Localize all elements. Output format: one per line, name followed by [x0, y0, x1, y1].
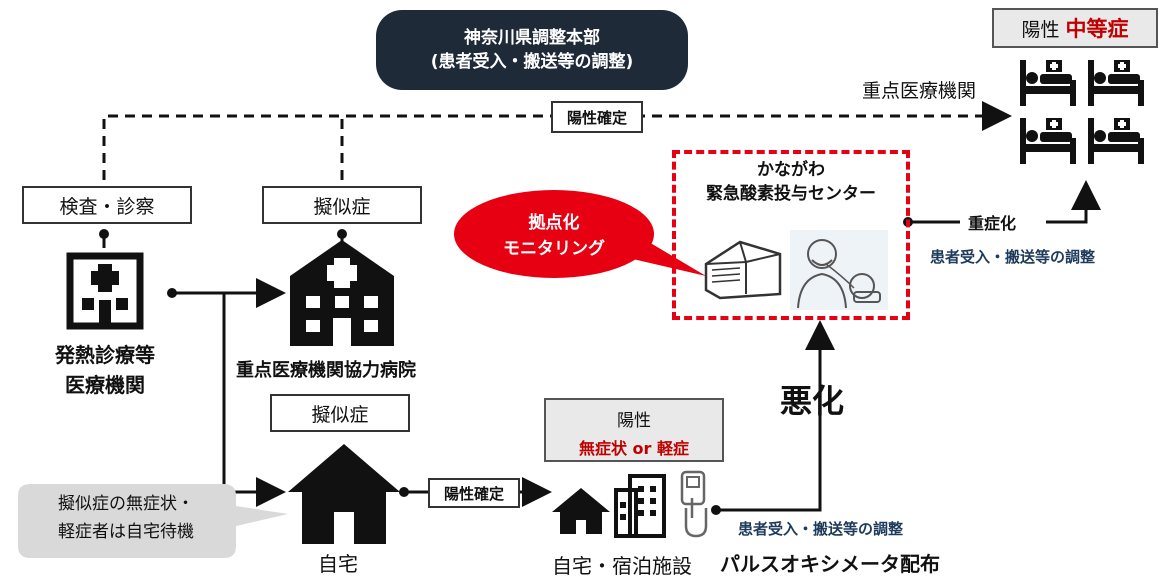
- home-icon: [288, 444, 400, 544]
- kanagawa-center-line2: 緊急酸素投与センター: [706, 184, 876, 204]
- patient-oxygen-icon: [790, 230, 888, 310]
- red-bubble: [454, 190, 706, 278]
- pulse-oximeter-label: パルスオキシメータ配布: [720, 552, 940, 576]
- arrow-severe: [1046, 180, 1101, 224]
- moderate-box: 陽性 中等症: [992, 8, 1158, 48]
- home-label: 自宅: [318, 552, 358, 576]
- box-suspected-mid: 擬似症: [270, 394, 410, 432]
- severe-label: 重症化: [968, 214, 1017, 233]
- hq-title: 神奈川県調整本部: [464, 28, 600, 48]
- small-home-icon: [552, 488, 610, 534]
- arrow-worsen: [716, 320, 835, 512]
- worsen-label: 悪化: [780, 382, 845, 420]
- clinic-label-line2: 医療機関: [65, 373, 145, 397]
- hq-banner: 神奈川県調整本部 (患者受入・搬送等の調整): [376, 10, 688, 90]
- kanagawa-center-box: [672, 150, 910, 320]
- hq-subtitle: (患者受入・搬送等の調整): [430, 52, 634, 72]
- cooperating-hospital-label: 重点医療機関協力病院: [236, 360, 416, 381]
- callout-line1: 擬似症の無症状・: [58, 494, 194, 514]
- callout-text: 擬似症の無症状・ 軽症者は自宅待機: [18, 490, 234, 546]
- clinic-label: 発熱診療等 医療機関: [30, 340, 180, 400]
- red-bubble-line1: 拠点化: [528, 213, 580, 233]
- positive-mild-title: 陽性: [617, 411, 651, 431]
- hospital-beds-icon: [1020, 60, 1144, 164]
- hospital-building-icon: [290, 240, 394, 346]
- pulse-oximeter-icon: [680, 470, 708, 538]
- kanagawa-center-line1: かながわ: [757, 160, 825, 180]
- callout-line2: 軽症者は自宅待機: [58, 522, 194, 542]
- kanagawa-center-title: かながわ 緊急酸素投与センター: [672, 158, 910, 206]
- positive-mild-box: 陽性 無症状 or 軽症: [544, 398, 724, 462]
- label-positive-confirmed-top: 陽性確定: [551, 101, 643, 133]
- dashed-positive-arrow: [102, 101, 1012, 180]
- home-lodging-label: 自宅・宿泊施設: [552, 554, 692, 578]
- box-exam: 検査・診察: [22, 186, 192, 224]
- positive-mild-severity: 無症状 or 軽症: [578, 439, 690, 458]
- moderate-prefix: 陽性: [1021, 18, 1060, 41]
- coordination-bottom: 患者受入・搬送等の調整: [738, 520, 904, 538]
- clinic-label-line1: 発熱診療等: [55, 343, 155, 367]
- moderate-emphasis: 中等症: [1065, 17, 1129, 41]
- tent-icon: [704, 240, 782, 300]
- lodging-building-icon: [614, 474, 666, 538]
- label-positive-confirmed-bottom: 陽性確定: [428, 478, 520, 508]
- arrow-to-home: [222, 293, 286, 507]
- callout-bubble: [18, 484, 288, 558]
- red-bubble-line2: モニタリング: [503, 239, 605, 259]
- priority-hospital-label: 重点医療機関: [862, 80, 977, 102]
- clinic-building-icon: [66, 252, 144, 330]
- coordination-right: 患者受入・搬送等の調整: [930, 248, 1096, 266]
- box-suspected-top: 擬似症: [262, 186, 422, 224]
- red-bubble-text: 拠点化 モニタリング: [454, 210, 654, 262]
